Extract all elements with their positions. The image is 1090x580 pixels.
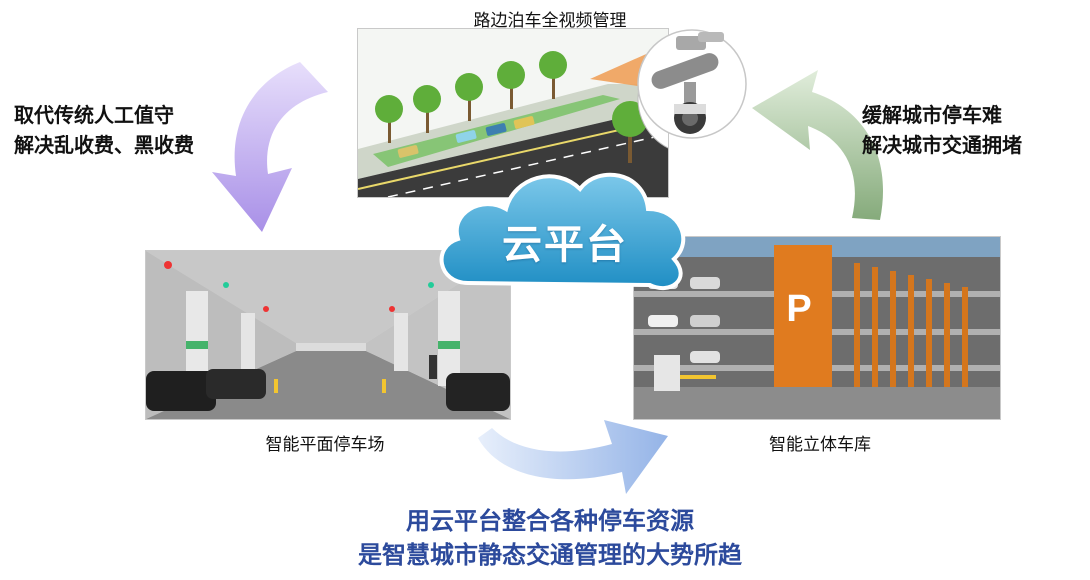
parking-sign: P [786,288,812,330]
right-note: 缓解城市停车难 解决城市交通拥堵 [862,100,1022,160]
right-panel-caption: 智能立体车库 [769,435,871,455]
cloud-icon [439,172,686,291]
left-note: 取代传统人工值守 解决乱收费、黑收费 [14,100,194,160]
bottom-curved-arrow [478,420,668,494]
garage-scene [634,237,1000,419]
tree-icon [375,51,648,163]
bottom-note-line2: 是智慧城市静态交通管理的大势所趋 [358,541,742,569]
left-curved-arrow [212,62,328,232]
bottom-note-line1: 用云平台整合各种停车资源 [406,507,694,535]
left-panel-caption: 智能平面停车场 [265,435,385,455]
left-note-line2: 解决乱收费、黑收费 [14,133,194,157]
street-scene [358,29,668,197]
cloud-label: 云平台 [502,222,628,268]
right-note-line1: 缓解城市停车难 [862,103,1002,127]
street-parking-image [357,28,669,198]
camera-zoom [637,29,747,139]
bottom-note: 用云平台整合各种停车资源 是智慧城市静态交通管理的大势所趋 [300,504,800,572]
camera-icon [651,32,724,134]
top-panel-caption: 路边泊车全视频管理 [473,11,627,31]
cloud-shape [439,172,686,291]
right-curved-arrow [752,70,884,220]
right-note-line2: 解决城市交通拥堵 [862,133,1022,157]
left-note-line1: 取代传统人工值守 [14,103,174,127]
stereo-garage-image [633,236,1001,420]
garage-tower [774,245,832,415]
